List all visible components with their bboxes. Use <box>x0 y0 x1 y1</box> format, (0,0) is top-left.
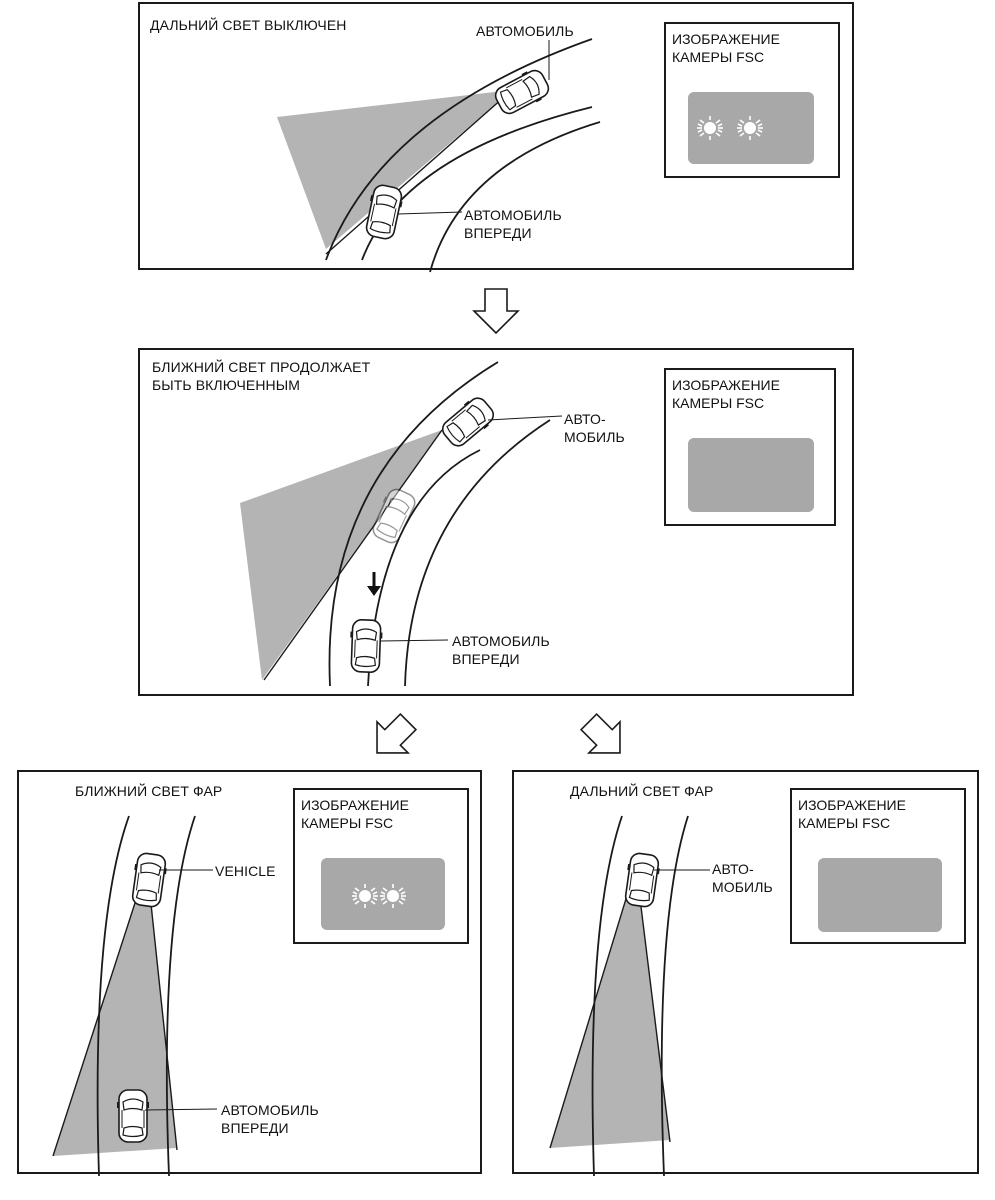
panel-title: БЛИЖНИЙ СВЕТ ФАР <box>75 783 223 799</box>
headlight-beam <box>240 430 442 680</box>
flow-arrow-down-right-icon <box>572 705 637 770</box>
car-icon <box>128 851 170 909</box>
front-vehicle-label: АВТОМОБИЛЬ ВПЕРЕДИ <box>452 633 550 667</box>
camera-title: ИЗОБРАЖЕНИЕ КАМЕРЫ FSC <box>798 797 906 831</box>
fsc-camera-image: ИЗОБРАЖЕНИЕ КАМЕРЫ FSC <box>664 22 840 178</box>
vehicle-label: АВТОМОБИЛЬ <box>476 23 574 39</box>
camera-title: ИЗОБРАЖЕНИЕ КАМЕРЫ FSC <box>301 797 409 831</box>
road-scene <box>240 361 563 687</box>
car-icon <box>348 618 384 674</box>
camera-screen <box>688 438 814 512</box>
headlight-glow-icon <box>351 883 407 909</box>
road-scene <box>549 815 710 1177</box>
camera-title: ИЗОБРАЖЕНИЕ КАМЕРЫ FSC <box>672 377 780 411</box>
headlight-glow-icon <box>696 115 764 141</box>
movement-arrow-icon <box>367 572 381 596</box>
fsc-camera-image: ИЗОБРАЖЕНИЕ КАМЕРЫ FSC <box>790 788 966 944</box>
car-icon <box>116 1089 150 1143</box>
panel-title: ДАЛЬНИЙ СВЕТ ФАР <box>570 783 714 799</box>
panel-high-beam: ДАЛЬНИЙ СВЕТ ФАР АВТО- МОБИЛЬ ИЗОБРАЖЕНИ… <box>512 770 979 1177</box>
headlight-beam <box>277 90 512 249</box>
vehicle-label: VEHICLE <box>215 863 276 879</box>
headlight-beam <box>53 866 177 1156</box>
panel-title: БЛИЖНИЙ СВЕТ ПРОДОЛЖАЕТ БЫТЬ ВКЛЮЧЕННЫМ <box>152 359 371 393</box>
road-scene <box>277 38 601 273</box>
camera-title: ИЗОБРАЖЕНИЕ КАМЕРЫ FSC <box>672 31 780 65</box>
flow-arrow-down-left-icon <box>360 705 425 770</box>
panel-high-beam-off: ДАЛЬНИЙ СВЕТ ВЫКЛЮЧЕН АВТОМОБИЛЬ АВТОМОБ… <box>138 2 854 273</box>
camera-screen <box>818 858 942 932</box>
panel-low-beam-continues: БЛИЖНИЙ СВЕТ ПРОДОЛЖАЕТ БЫТЬ ВКЛЮЧЕННЫМ … <box>138 348 854 696</box>
fsc-camera-image: ИЗОБРАЖЕНИЕ КАМЕРЫ FSC <box>293 788 469 944</box>
car-icon <box>490 64 554 120</box>
camera-screen <box>321 858 445 930</box>
headlight-beam <box>550 866 670 1148</box>
panel-title: ДАЛЬНИЙ СВЕТ ВЫКЛЮЧЕН <box>150 17 347 33</box>
panel-low-beam: БЛИЖНИЙ СВЕТ ФАР VEHICLE АВТОМОБИЛЬ ВПЕР… <box>17 770 482 1177</box>
vehicle-label: АВТО- МОБИЛЬ <box>712 861 773 895</box>
road-scene <box>52 815 218 1177</box>
front-vehicle-label: АВТОМОБИЛЬ ВПЕРЕДИ <box>221 1102 319 1136</box>
car-icon <box>621 851 663 909</box>
vehicle-label: АВТО- МОБИЛЬ <box>564 411 625 445</box>
car-icon <box>436 392 500 452</box>
flow-arrow-down-icon <box>473 288 519 334</box>
fsc-camera-image: ИЗОБРАЖЕНИЕ КАМЕРЫ FSC <box>664 368 836 526</box>
front-vehicle-label: АВТОМОБИЛЬ ВПЕРЕДИ <box>464 207 562 241</box>
